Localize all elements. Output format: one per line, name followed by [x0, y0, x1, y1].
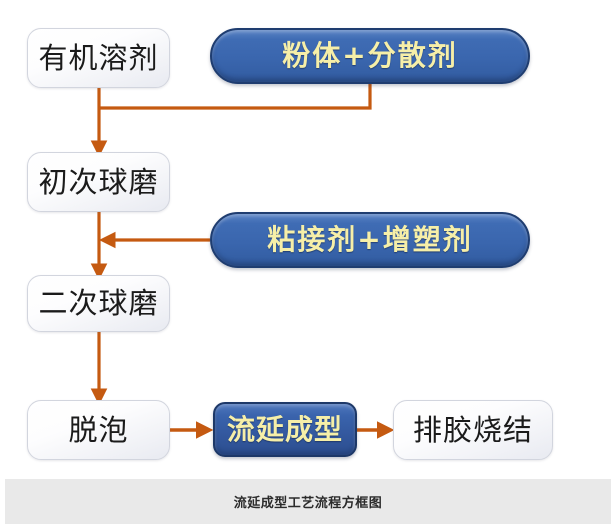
- node-debinding-sintering[interactable]: 排胶烧结: [393, 400, 553, 460]
- node-solvent[interactable]: 有机溶剂: [27, 28, 170, 88]
- node-second-milling[interactable]: 二次球磨: [27, 275, 170, 332]
- node-powder-dispersant[interactable]: 粉体+分散剂: [210, 28, 530, 84]
- node-first-milling[interactable]: 初次球磨: [27, 152, 170, 212]
- node-binder-plasticizer[interactable]: 粘接剂+增塑剂: [210, 212, 530, 268]
- caption-bar: 流延成型工艺流程方框图: [5, 479, 611, 524]
- node-tape-casting[interactable]: 流延成型: [213, 402, 357, 457]
- figure-caption: 流延成型工艺流程方框图: [233, 496, 383, 511]
- node-defoaming[interactable]: 脱泡: [27, 400, 170, 460]
